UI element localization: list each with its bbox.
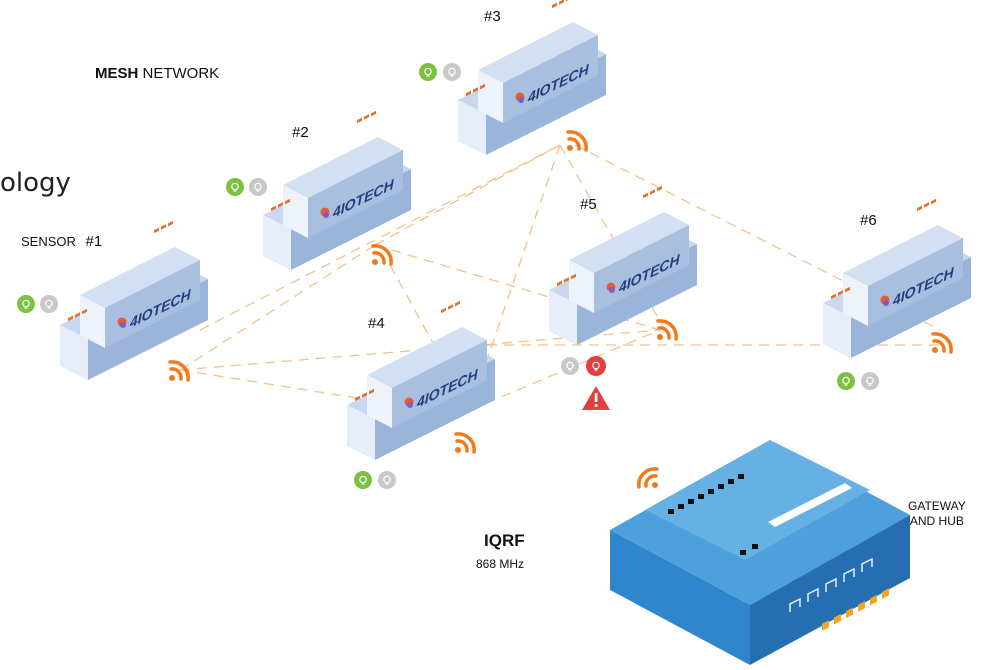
warning-icon: [582, 386, 610, 410]
cropped-heading: ology: [0, 168, 71, 198]
status-off-icon: [561, 357, 579, 375]
node-3-label: #3: [484, 8, 501, 25]
wifi-icon: [167, 360, 190, 383]
status-ok-icon: [419, 63, 437, 81]
protocol-frequency: 868 MHz: [476, 557, 525, 571]
status-ok-icon: [226, 178, 244, 196]
status-alert-icon: [586, 356, 606, 376]
node-number: #1: [85, 233, 103, 250]
node-5-label: #5: [580, 196, 597, 213]
wifi-icon: [930, 332, 953, 355]
status-indicators: [17, 63, 879, 489]
status-off-icon: [378, 471, 396, 489]
wifi-icon: [370, 244, 393, 267]
status-ok-icon: [354, 471, 372, 489]
sensor-prefix: SENSOR: [21, 234, 76, 249]
gateway-label-line1: GATEWAY: [908, 499, 966, 513]
wifi-icon: [637, 467, 660, 490]
title-rest: NETWORK: [142, 65, 220, 82]
gateway-label: GATEWAY AND HUB: [908, 499, 966, 529]
gateway-label-line2: AND HUB: [909, 514, 964, 528]
status-off-icon: [443, 63, 461, 81]
wifi-icon: [453, 432, 476, 455]
node-6-label: #6: [860, 212, 877, 229]
node-2-label: #2: [292, 124, 309, 141]
wifi-icon: [565, 130, 588, 153]
protocol-name: IQRF: [484, 531, 525, 550]
node-4-label: #4: [368, 315, 385, 332]
title-bold: MESH: [95, 65, 139, 82]
diagram-title: MESH NETWORK: [95, 65, 219, 82]
sensor-1-label: SENSOR #1: [21, 233, 102, 250]
status-ok-icon: [837, 372, 855, 390]
status-off-icon: [40, 295, 58, 313]
status-ok-icon: [17, 295, 35, 313]
status-off-icon: [249, 178, 267, 196]
status-off-icon: [861, 372, 879, 390]
gateway-hub-device: [610, 440, 910, 665]
